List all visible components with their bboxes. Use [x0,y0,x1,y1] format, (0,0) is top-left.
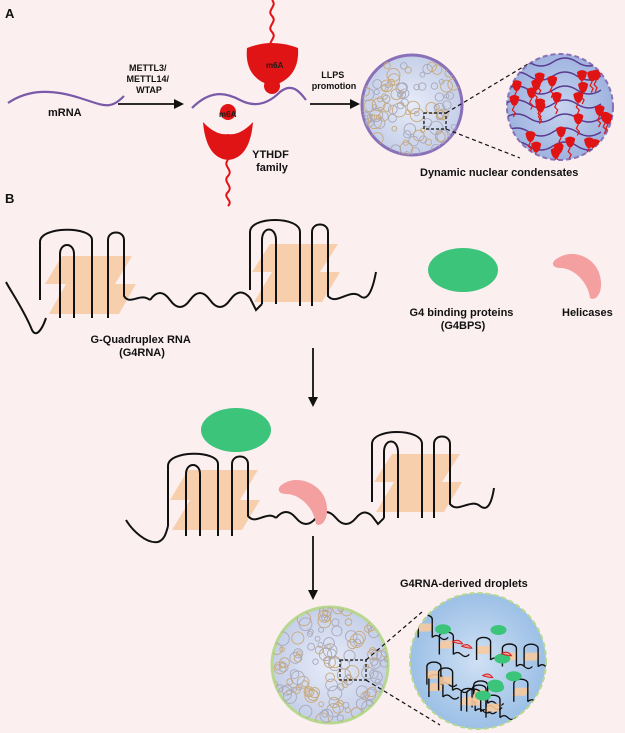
helicase-label: Helicases [562,307,613,319]
m6a-label-bottom: m6A [219,110,237,119]
mrna-strand [7,90,125,107]
ythdf-reader-top [246,43,299,86]
writer-complex-label: METTL3/ METTL14/ WTAP [126,63,171,95]
panel-a-letter: A [5,6,15,21]
zoom-line-b1 [365,611,423,661]
g4rna-label: G-Quadruplex RNA (G4RNA) [91,334,194,359]
g-quadruplex-bound-2 [371,431,495,526]
zoom-b-complexes [416,614,546,721]
condensate-label: Dynamic nuclear condensates [420,167,578,179]
g-quadruplex-1 [5,228,251,335]
helicase-bound [278,480,328,525]
panel-b-letter: B [5,191,14,206]
g4bp-legend-shape [428,248,498,292]
mrna-label: mRNA [48,107,82,119]
g4bp-label: G4 binding proteins (G4BPS) [410,307,517,332]
reader-tail-top [269,0,275,49]
condensate-bubbles-a [362,61,460,155]
zoom-line-b2 [365,679,441,726]
m6a-mark-top [264,78,280,94]
m6a-mark-bottom [220,104,236,120]
ythdf-reader-bottom [203,122,253,160]
llps-label: LLPS promotion [312,70,357,91]
zoom-line-a2 [445,128,521,159]
g-quadruplex-2 [249,219,377,312]
droplet-label: G4RNA-derived droplets [400,578,528,590]
zoom-line-a1 [445,63,529,114]
zoom-box-a [423,112,447,130]
reader-tail-bottom [225,159,231,207]
g4bp-bound [201,408,271,452]
methylated-mrna-strand [191,86,307,109]
zoom-a-readers [507,57,613,160]
g-quadruplex-bound-1 [125,452,373,544]
m6a-label-top: m6A [266,61,284,70]
helicase-legend-shape [552,254,602,299]
zoom-box-b [339,659,367,681]
ythdf-family-label: YTHDF family [252,149,292,174]
